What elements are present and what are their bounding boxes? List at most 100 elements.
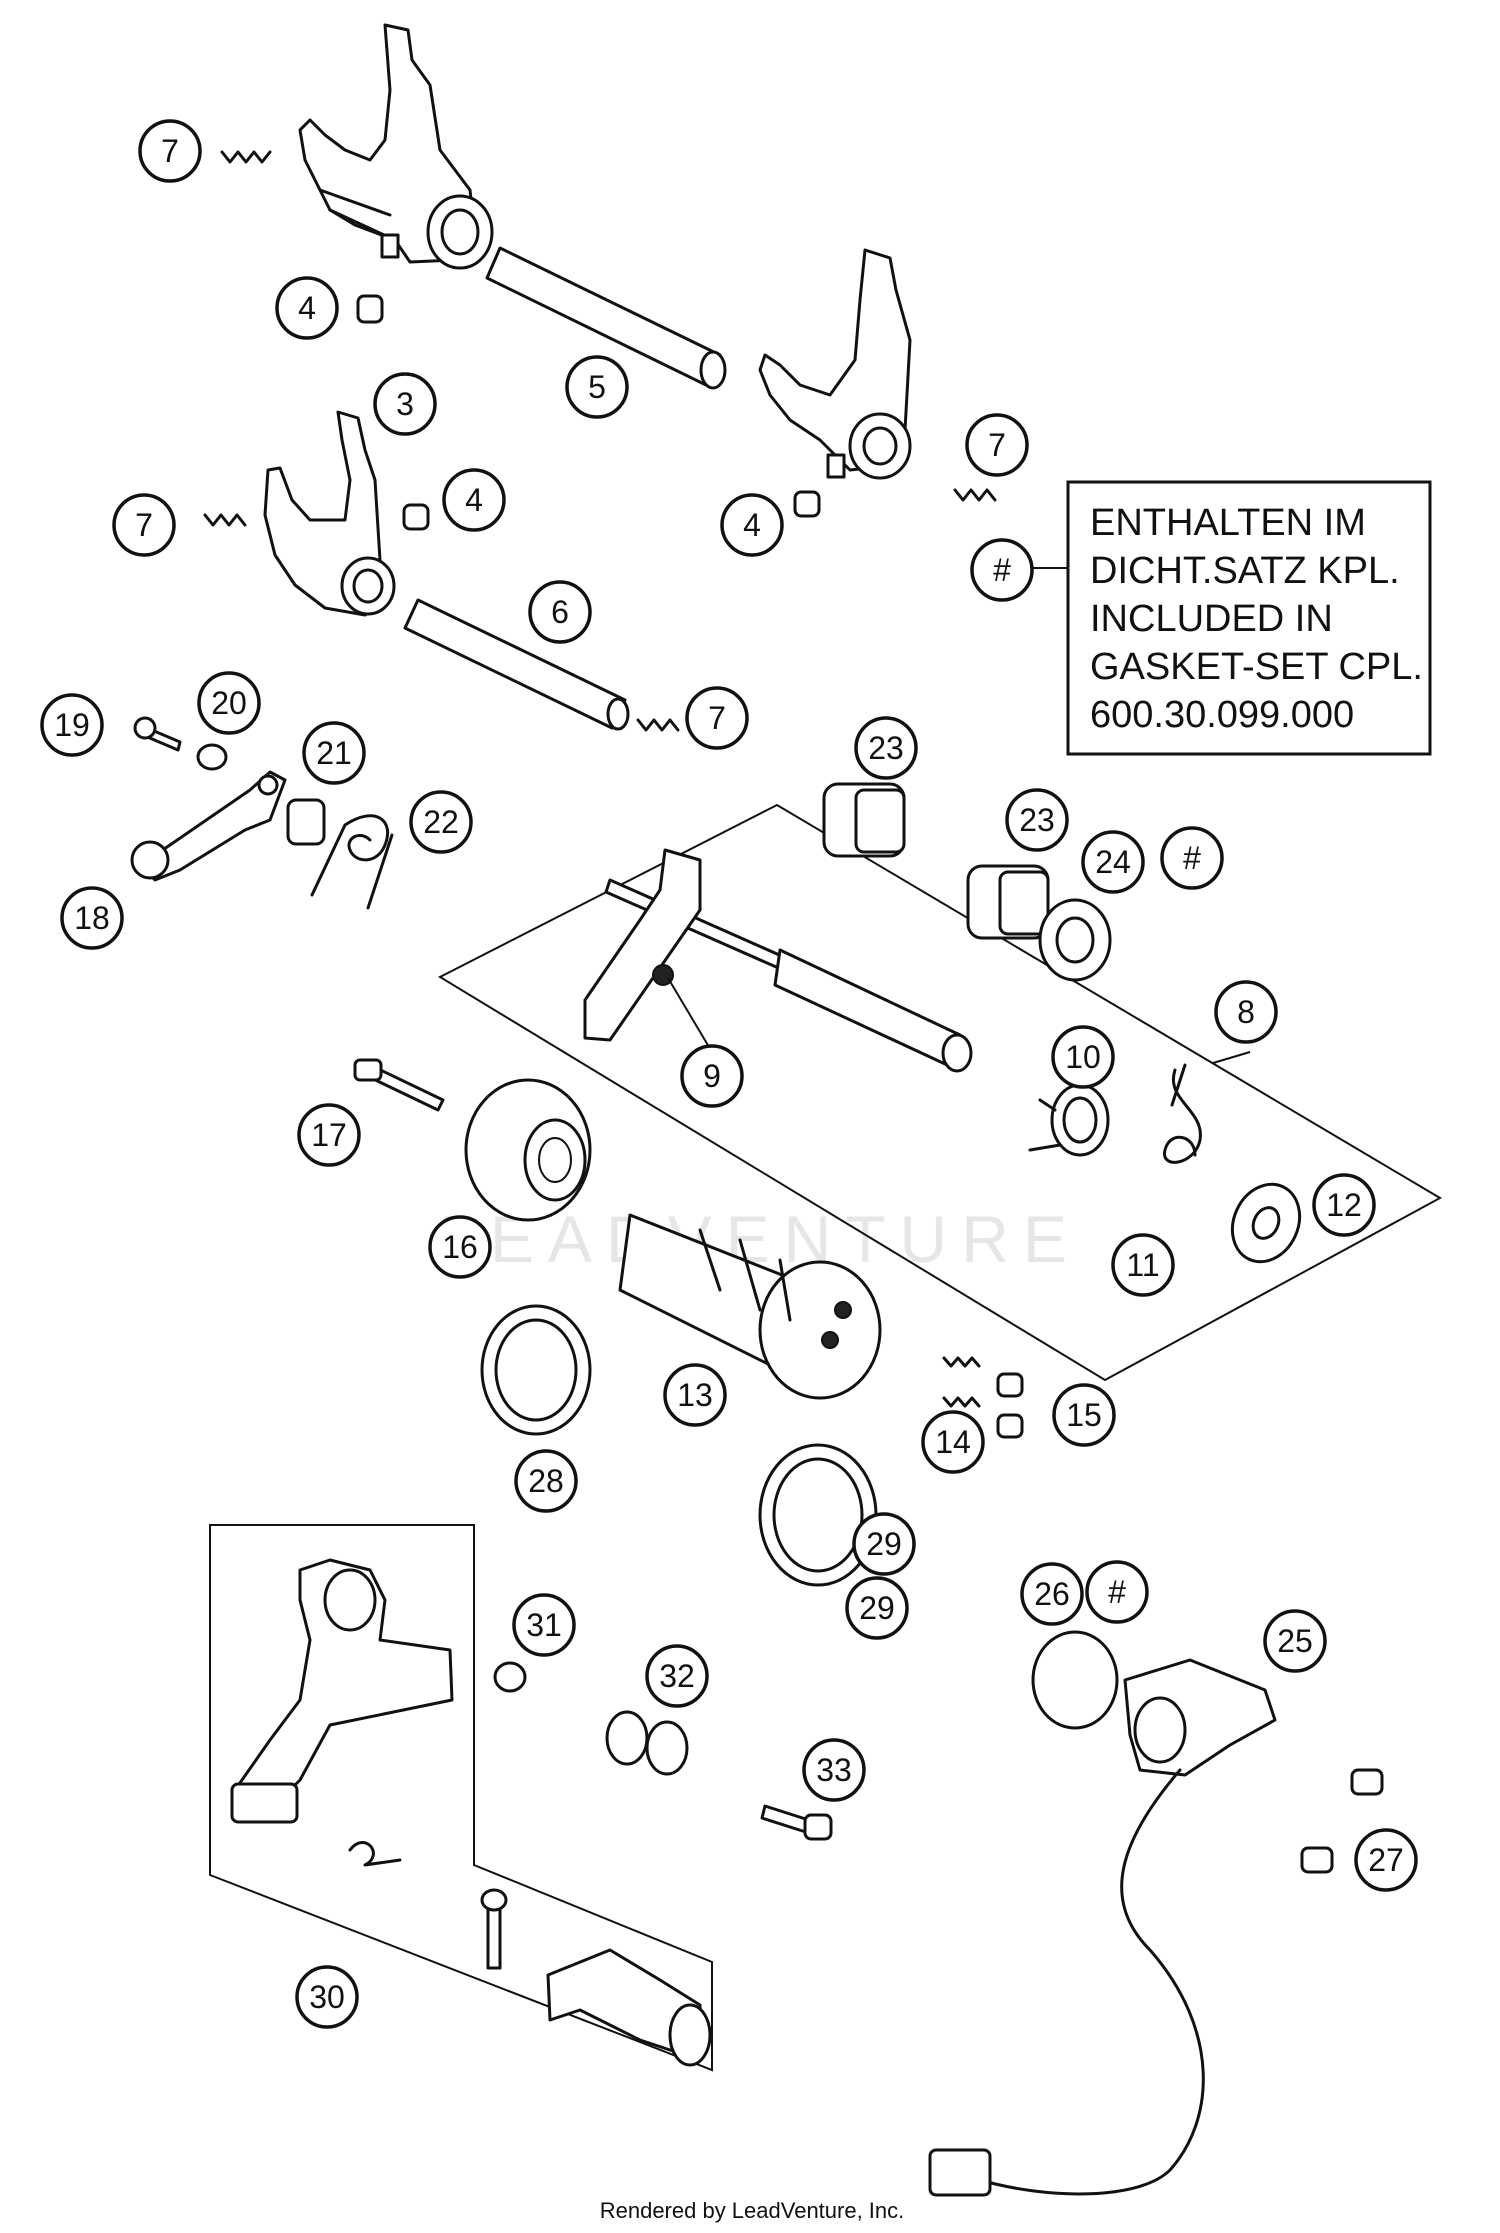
svg-text:29: 29 bbox=[859, 1590, 895, 1626]
shift-lever-18 bbox=[130, 770, 287, 882]
footer-credit: Rendered by LeadVenture, Inc. bbox=[600, 2198, 905, 2223]
callout-27: 27 bbox=[1354, 1828, 1418, 1892]
callout-21: 21 bbox=[302, 721, 366, 785]
svg-text:6: 6 bbox=[551, 594, 569, 630]
svg-text:22: 22 bbox=[423, 804, 459, 840]
callout-23-a: 23 bbox=[854, 716, 918, 780]
callout-18: 18 bbox=[60, 886, 124, 950]
callout-9: 9 bbox=[680, 1044, 744, 1108]
svg-text:24: 24 bbox=[1095, 844, 1131, 880]
svg-text:7: 7 bbox=[988, 427, 1006, 463]
callout-7-d: 7 bbox=[685, 686, 749, 750]
svg-text:15: 15 bbox=[1066, 1397, 1102, 1433]
bearing-23-upper bbox=[822, 782, 906, 858]
svg-text:4: 4 bbox=[465, 482, 483, 518]
bearing-28 bbox=[480, 1304, 592, 1436]
shift-star-16 bbox=[464, 1078, 592, 1222]
lock-washers-32 bbox=[605, 1710, 689, 1776]
bushing-21 bbox=[286, 798, 326, 846]
svg-text:9: 9 bbox=[703, 1058, 721, 1094]
callout-33: 33 bbox=[802, 1738, 866, 1802]
svg-text:#: # bbox=[1183, 840, 1201, 876]
callout-hash-c: # bbox=[1085, 1560, 1149, 1624]
svg-text:5: 5 bbox=[588, 369, 606, 405]
callout-22: 22 bbox=[409, 790, 473, 854]
note-line-1: ENTHALTEN IM bbox=[1090, 502, 1366, 544]
svg-text:29: 29 bbox=[866, 1526, 902, 1562]
note-box: ENTHALTEN IM DICHT.SATZ KPL. INCLUDED IN… bbox=[1033, 480, 1432, 756]
svg-text:12: 12 bbox=[1326, 1187, 1362, 1223]
screw-19 bbox=[133, 716, 182, 752]
callout-4-c: 4 bbox=[720, 493, 784, 557]
washer-20 bbox=[196, 743, 228, 771]
callout-17: 17 bbox=[297, 1103, 361, 1167]
seal-24 bbox=[1038, 898, 1112, 982]
spring-14 bbox=[942, 1356, 981, 1408]
svg-text:3: 3 bbox=[396, 386, 414, 422]
svg-text:20: 20 bbox=[211, 685, 247, 721]
svg-text:17: 17 bbox=[311, 1117, 347, 1153]
callout-11: 11 bbox=[1111, 1233, 1175, 1297]
callout-7-a: 7 bbox=[138, 119, 202, 183]
callout-hash-a: # bbox=[970, 538, 1034, 602]
callout-5: 5 bbox=[565, 355, 629, 419]
callout-26: 26 bbox=[1020, 1562, 1084, 1626]
shift-rod-5 bbox=[485, 246, 727, 390]
pin-icon bbox=[356, 294, 821, 531]
callout-31: 31 bbox=[512, 1593, 576, 1657]
callout-20: 20 bbox=[197, 671, 261, 735]
callout-13: 13 bbox=[663, 1363, 727, 1427]
callout-32: 32 bbox=[645, 1644, 709, 1708]
bearing-29 bbox=[758, 1443, 878, 1587]
svg-text:19: 19 bbox=[54, 707, 90, 743]
o-ring-26 bbox=[1031, 1630, 1119, 1730]
svg-text:10: 10 bbox=[1065, 1039, 1101, 1075]
callout-28: 28 bbox=[514, 1449, 578, 1513]
shift-rod-6 bbox=[403, 598, 630, 731]
svg-text:25: 25 bbox=[1277, 1623, 1313, 1659]
washer-12 bbox=[1230, 1182, 1302, 1264]
spring-11 bbox=[1163, 1063, 1202, 1164]
callout-30: 30 bbox=[295, 1965, 359, 2029]
svg-text:8: 8 bbox=[1237, 994, 1255, 1030]
assembly-outline-8 bbox=[437, 803, 1443, 1382]
svg-text:16: 16 bbox=[442, 1229, 478, 1265]
gear-sensor-25 bbox=[928, 1658, 1277, 2197]
callout-16: 16 bbox=[428, 1215, 492, 1279]
svg-text:31: 31 bbox=[526, 1607, 562, 1643]
bolt-17 bbox=[353, 1058, 445, 1112]
washer-31 bbox=[493, 1661, 527, 1693]
spring-10 bbox=[1028, 1083, 1110, 1157]
callout-hash-b: # bbox=[1160, 826, 1224, 890]
bearing-23-lower bbox=[966, 864, 1050, 940]
callout-8: 8 bbox=[1214, 980, 1278, 1044]
pin-15 bbox=[996, 1372, 1024, 1439]
shift-fork-3 bbox=[263, 410, 396, 617]
svg-text:7: 7 bbox=[708, 700, 726, 736]
shift-shaft bbox=[583, 848, 973, 1073]
callout-4-b: 4 bbox=[442, 468, 506, 532]
shift-fork-right bbox=[758, 248, 912, 480]
callout-4-a: 4 bbox=[275, 276, 339, 340]
svg-text:7: 7 bbox=[135, 507, 153, 543]
callout-7-c: 7 bbox=[965, 413, 1029, 477]
note-line-4: GASKET-SET CPL. bbox=[1090, 646, 1423, 688]
callout-6: 6 bbox=[528, 580, 592, 644]
callout-3: 3 bbox=[373, 372, 437, 436]
svg-text:11: 11 bbox=[1126, 1247, 1159, 1283]
callout-14: 14 bbox=[921, 1410, 985, 1474]
assembly-outline-30 bbox=[209, 1524, 713, 2072]
shift-fork-upper bbox=[298, 23, 494, 270]
leader-lines bbox=[667, 977, 713, 1053]
svg-text:21: 21 bbox=[316, 735, 352, 771]
svg-text:23: 23 bbox=[868, 730, 904, 766]
svg-text:18: 18 bbox=[74, 900, 110, 936]
svg-text:#: # bbox=[993, 552, 1011, 588]
callout-24: 24 bbox=[1081, 830, 1145, 894]
callout-12: 12 bbox=[1312, 1173, 1376, 1237]
callout-29-a: 29 bbox=[852, 1512, 916, 1576]
svg-text:4: 4 bbox=[743, 507, 761, 543]
callout-19: 19 bbox=[40, 693, 104, 757]
svg-text:33: 33 bbox=[816, 1752, 852, 1788]
